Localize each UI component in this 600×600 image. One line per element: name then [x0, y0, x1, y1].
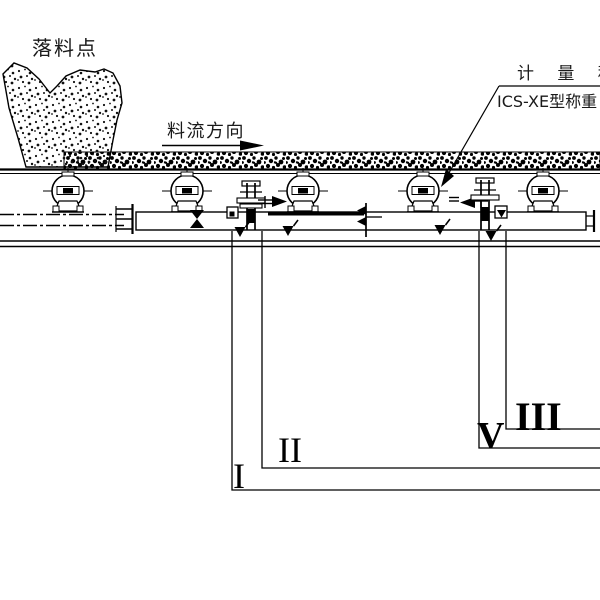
callout-box-V [478, 231, 600, 449]
callout-numeral-V: V [477, 415, 505, 457]
callout-numeral-III: III [515, 394, 562, 439]
callout-numeral-II: II [278, 430, 302, 470]
scale-leader-line [441, 85, 600, 187]
idler-station-2 [161, 167, 213, 213]
scale-model-label: ICS-XE型称重 [497, 92, 597, 111]
callout-boxes [231, 231, 600, 491]
callout-box-II [261, 231, 600, 469]
flow-direction-label: 料流方向 [167, 121, 245, 142]
right-lever-mechanism [449, 177, 508, 230]
idler-station-1 [42, 167, 94, 213]
callout-box-I [231, 231, 600, 491]
idler-station-4 [397, 167, 449, 213]
pivot-support-symbol [190, 210, 204, 228]
callout-numeral-I: I [233, 456, 245, 496]
material-layer [63, 151, 600, 170]
lower-frame-line [0, 240, 600, 248]
flow-direction-arrow [162, 140, 264, 151]
drop-point-label: 落料点 [32, 36, 98, 60]
idler-station-3 [277, 167, 329, 213]
left-lever-mechanism [226, 180, 382, 237]
callout-box-III [505, 231, 600, 430]
scale-name-label: 计 量 秤 [517, 64, 600, 84]
idler-station-5 [517, 167, 569, 213]
centerline [0, 213, 124, 227]
material-pile [2, 62, 123, 168]
